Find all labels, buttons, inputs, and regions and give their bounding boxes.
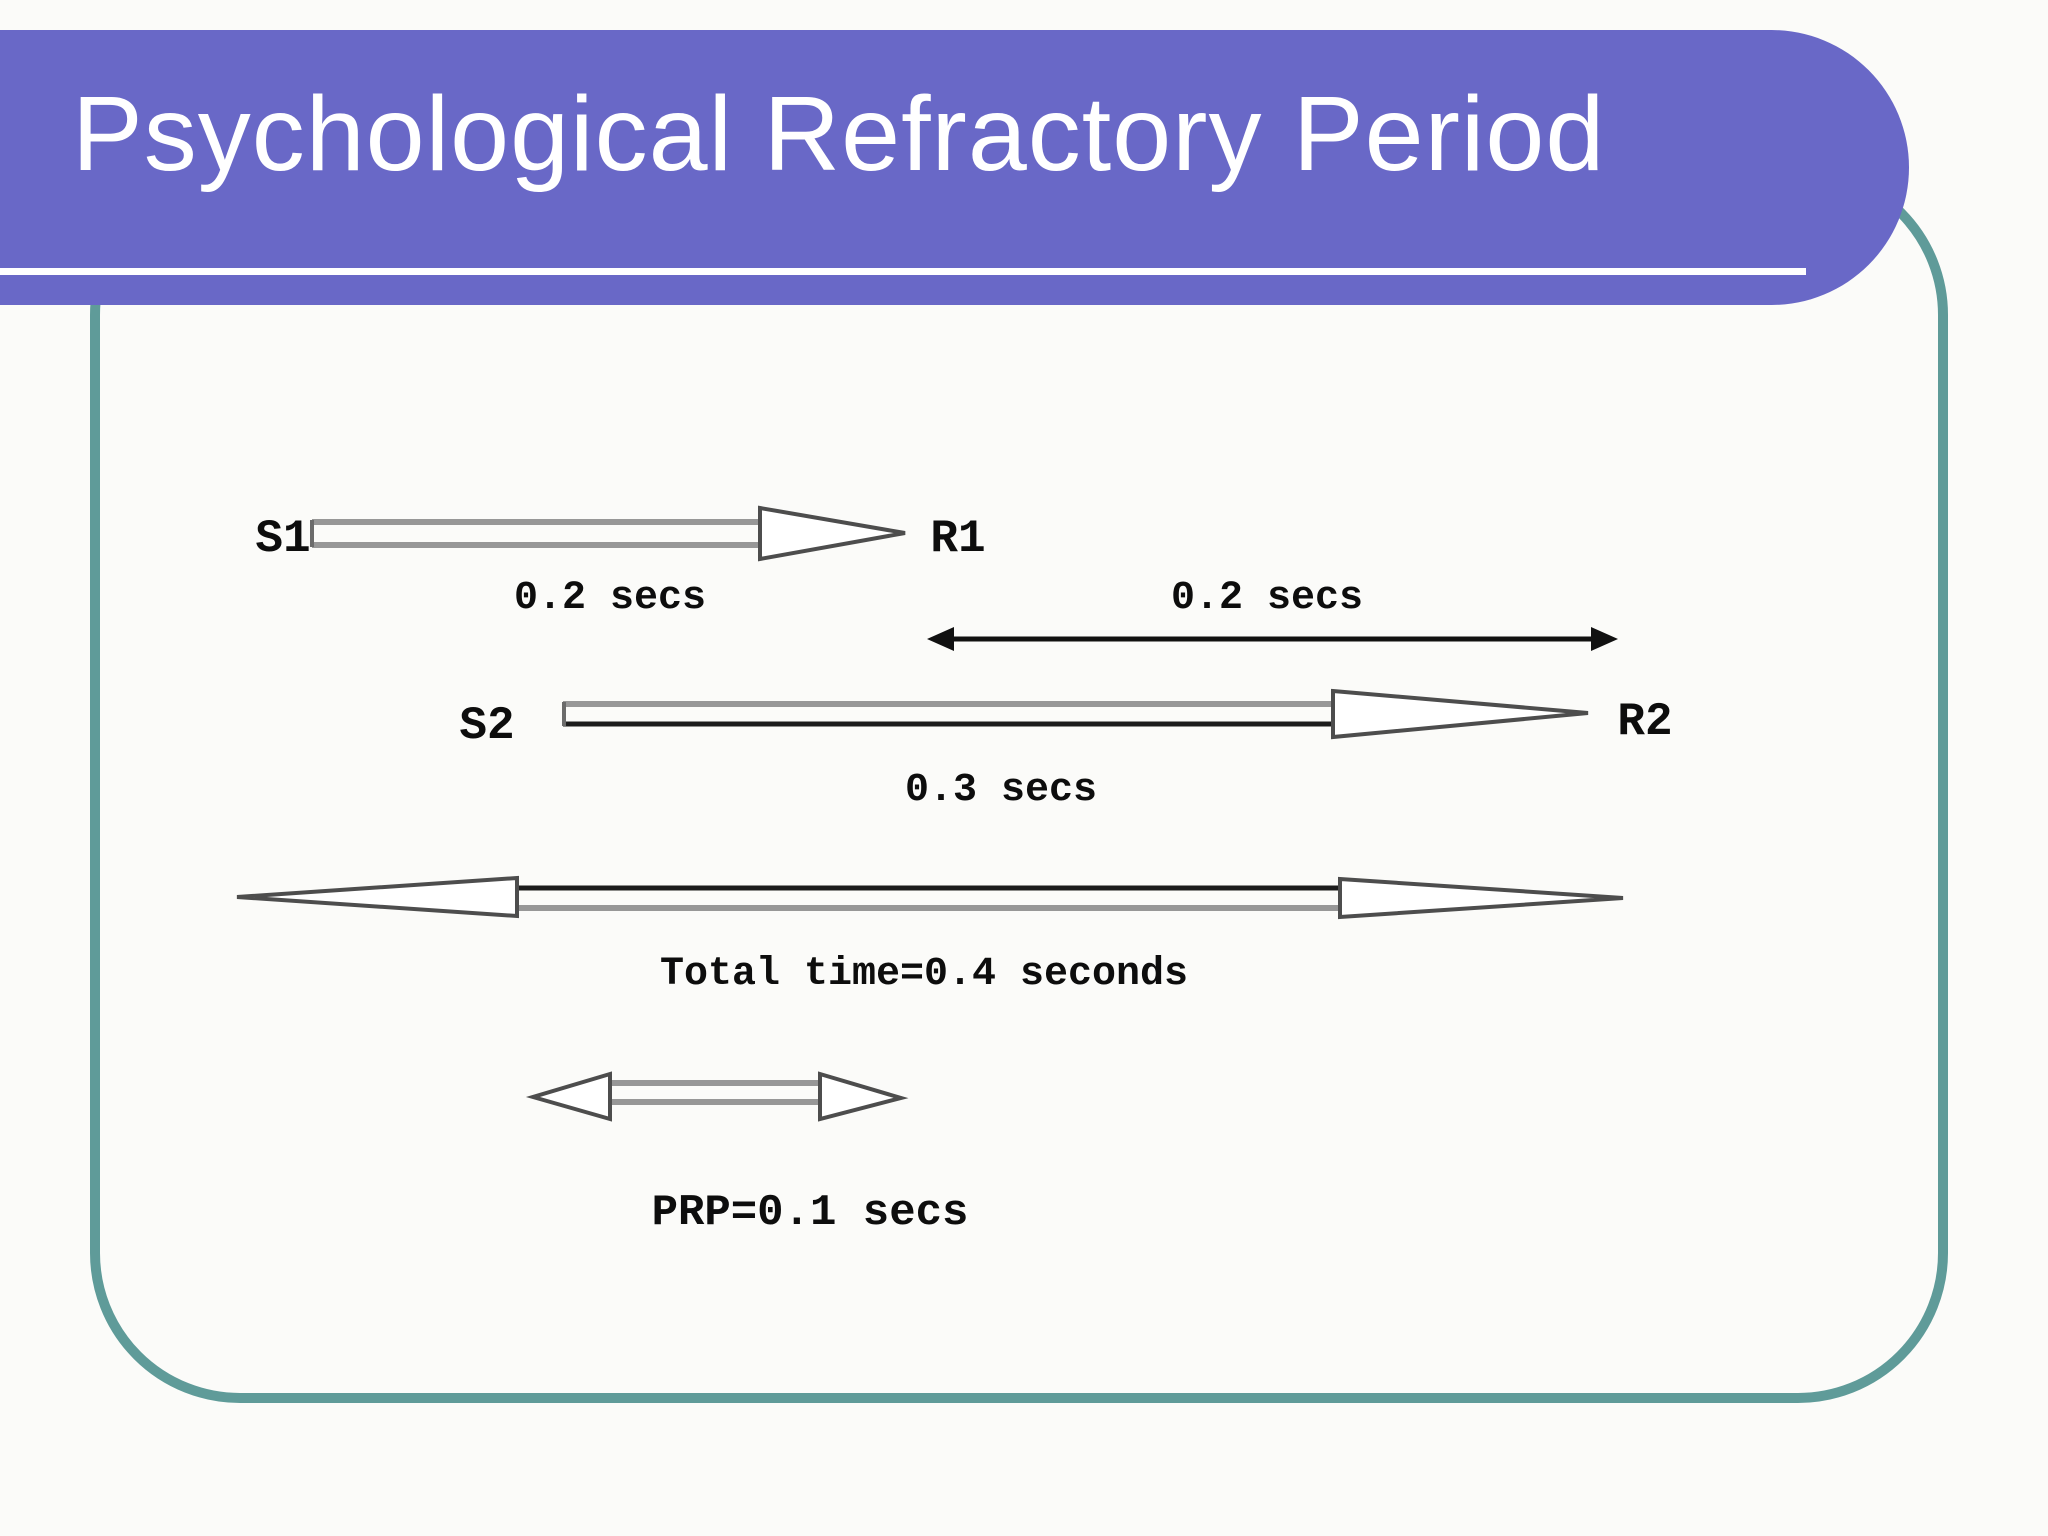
prp-arrowhead-left-icon [525, 1071, 612, 1122]
rt2-time-label: 0.3 secs [905, 768, 1097, 813]
s1-arrowhead-icon [758, 505, 906, 562]
slide-title: Psychological Refractory Period [72, 75, 1606, 193]
s1-label: S1 [255, 513, 310, 565]
r2-label: R2 [1617, 696, 1672, 748]
s2-arrowhead-icon [1331, 688, 1589, 740]
total-time-arrow [236, 875, 1624, 920]
prp-arrow [525, 1071, 909, 1122]
gap-arrowhead-right-icon [1591, 627, 1618, 651]
total-time-label: Total time=0.4 seconds [660, 952, 1188, 997]
gap-time-label: 0.2 secs [1171, 576, 1363, 621]
r1-label: R1 [930, 513, 985, 565]
prp-time-label: PRP=0.1 secs [652, 1188, 969, 1238]
s1-r1-arrow [310, 505, 906, 562]
s2-r2-arrow [562, 688, 1589, 740]
rt1-time-label: 0.2 secs [514, 576, 706, 621]
prp-arrowhead-right-icon [818, 1071, 909, 1122]
s2-label: S2 [459, 700, 514, 752]
title-banner: Psychological Refractory Period [0, 30, 1909, 305]
gap-arrowhead-left-icon [927, 627, 954, 651]
r1-r2-gap-arrow [927, 627, 1618, 651]
title-underline [0, 268, 1806, 275]
total-arrowhead-right-icon [1338, 876, 1624, 920]
total-arrowhead-left-icon [236, 875, 519, 919]
